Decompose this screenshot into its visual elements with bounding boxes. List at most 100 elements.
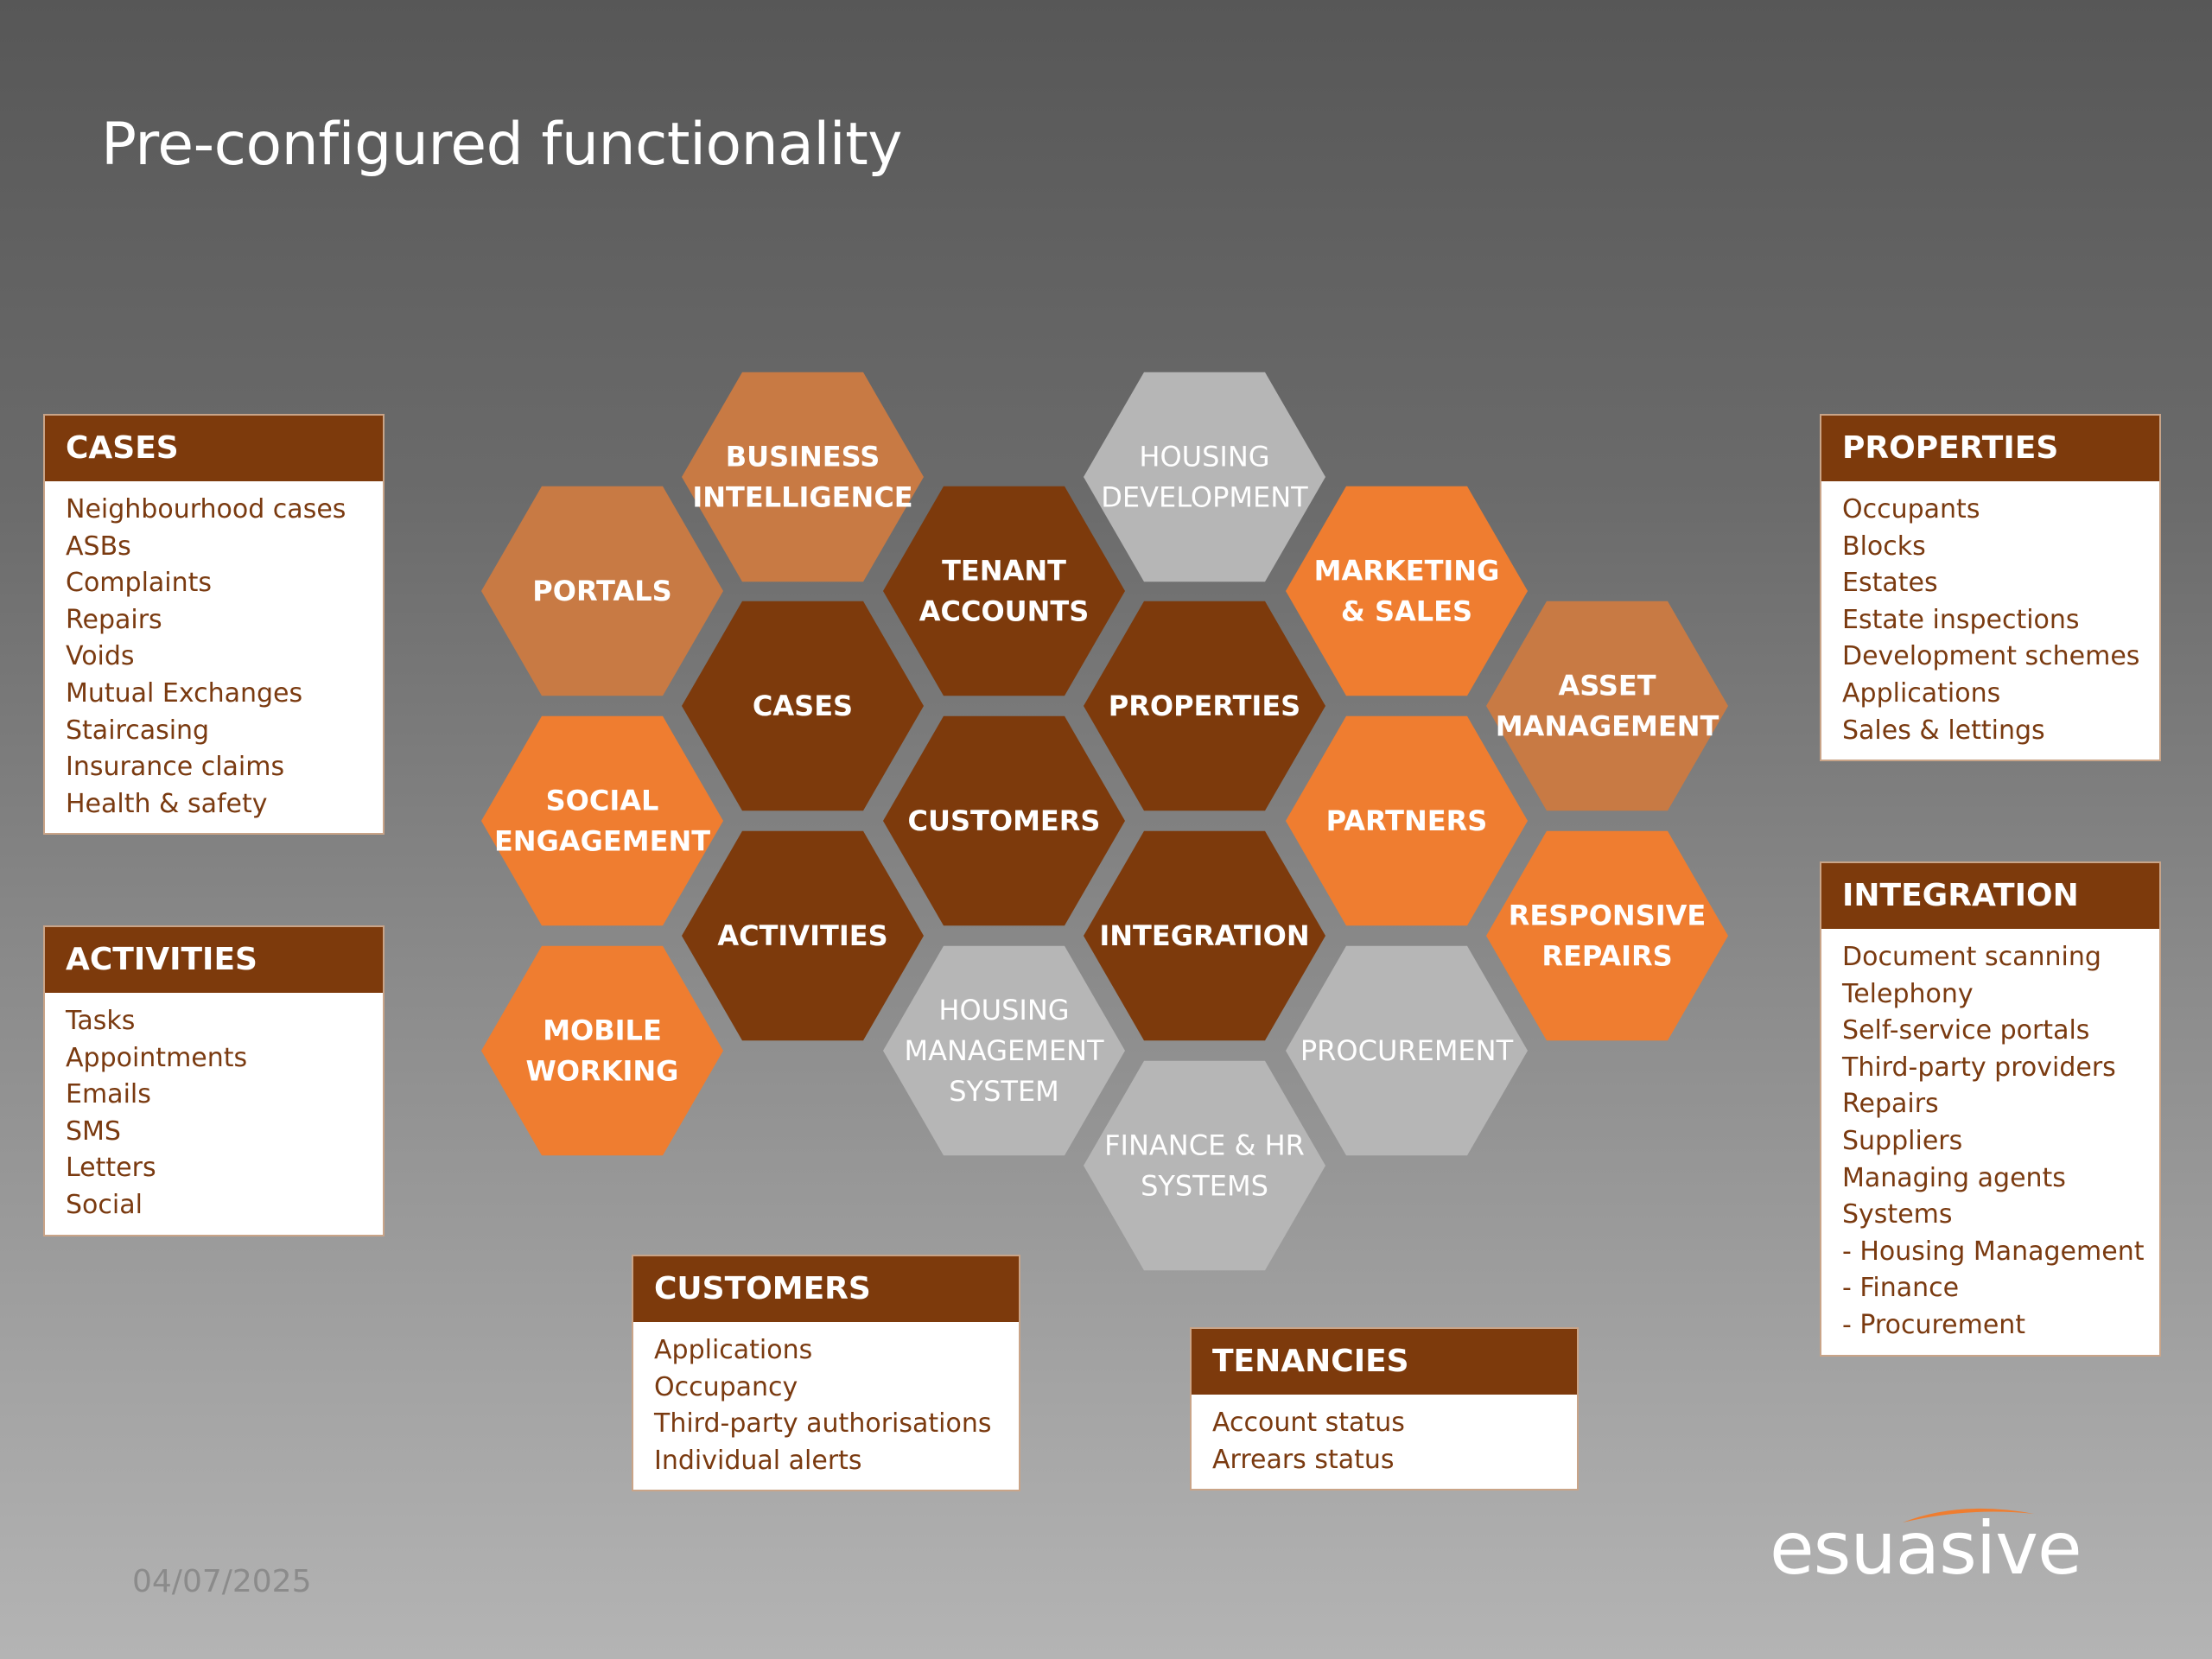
logo-text: esuasive	[1770, 1506, 2082, 1591]
hex-label: MOBILE	[543, 1014, 662, 1047]
hex-finance-and-hr-systems: FINANCE & HR SYSTEMS	[1084, 1060, 1325, 1271]
hex-label: BUSINESS	[726, 441, 880, 474]
activities-panel: ACTIVITIES Tasks Appointments Emails SMS…	[43, 925, 385, 1236]
hex-label: HOUSING	[938, 994, 1069, 1027]
hex-shape	[682, 372, 924, 582]
hex-label: SYSTEMS	[1141, 1170, 1268, 1203]
list-item: Occupants	[1842, 494, 1980, 524]
list-item: Staircasing	[66, 715, 210, 746]
hex-label: TENANT	[942, 555, 1066, 588]
hex-customers: CUSTOMERS	[883, 715, 1125, 926]
hex-shape	[481, 486, 723, 696]
hex-label: INTEGRATION	[1099, 919, 1309, 952]
slide-title: Pre-configured functionality	[101, 111, 903, 179]
tenancies-panel-title: TENANCIES	[1192, 1329, 1577, 1395]
hex-label: & SALES	[1341, 595, 1472, 628]
hex-shape	[682, 601, 924, 811]
list-item: Third-party providers	[1842, 1052, 2116, 1083]
list-item: Sales & lettings	[1842, 715, 2045, 746]
hex-shape	[1286, 945, 1528, 1156]
logo-swoosh-icon	[1903, 1508, 2034, 1522]
hex-shape	[1486, 601, 1728, 811]
hex-integration: INTEGRATION	[1084, 830, 1325, 1041]
hex-label: INTELLIGENCE	[692, 481, 912, 514]
properties-panel-list: Occupants Blocks Estates Estate inspecti…	[1821, 481, 2159, 760]
hex-label: CASES	[753, 690, 853, 722]
hex-business-intelligence: BUSINESS INTELLIGENCE	[682, 372, 924, 582]
hex-label: ACCOUNTS	[919, 595, 1090, 628]
list-item: Systems	[1842, 1199, 1953, 1230]
list-item: Emails	[66, 1079, 151, 1110]
list-item: Blocks	[1842, 531, 1926, 562]
list-item: Individual alerts	[654, 1445, 862, 1476]
list-item: - Housing Management	[1842, 1236, 2145, 1267]
hex-responsive-repairs: RESPONSIVE REPAIRS	[1486, 830, 1728, 1041]
list-item: Insurance claims	[66, 752, 285, 783]
integration-panel-title: INTEGRATION	[1821, 863, 2159, 929]
hex-label: SOCIAL	[546, 785, 659, 817]
hex-shape	[481, 715, 723, 926]
list-item: Development schemes	[1842, 641, 2140, 672]
properties-panel: PROPERTIES Occupants Blocks Estates Esta…	[1820, 414, 2161, 762]
cases-panel: CASES Neighbourhood cases ASBs Complaint…	[43, 414, 385, 836]
list-item: Self-service portals	[1842, 1015, 2090, 1046]
hex-properties: PROPERTIES	[1084, 601, 1325, 811]
hex-label: HOUSING	[1139, 441, 1269, 474]
hex-shape	[481, 945, 723, 1156]
list-item: Neighbourhood cases	[66, 494, 346, 524]
list-item: Estates	[1842, 568, 1938, 599]
list-item: Letters	[66, 1153, 156, 1184]
list-item: Complaints	[66, 568, 213, 599]
hex-shape	[1084, 601, 1325, 811]
list-item: Arrears status	[1212, 1444, 1395, 1475]
hex-label: PROPERTIES	[1109, 690, 1300, 722]
list-item: Repairs	[1842, 1089, 1939, 1120]
hex-tenant-accounts: TENANT ACCOUNTS	[883, 486, 1125, 696]
hex-label: REPAIRS	[1541, 940, 1672, 973]
hex-cases: CASES	[682, 601, 924, 811]
activities-panel-list: Tasks Appointments Emails SMS Letters So…	[45, 993, 383, 1235]
hex-shape	[1084, 372, 1325, 582]
hex-shape	[1486, 830, 1728, 1041]
list-item: - Finance	[1842, 1273, 1960, 1304]
list-item: Applications	[1842, 677, 2001, 709]
hex-label: ASSET	[1558, 670, 1656, 702]
hex-label: SYSTEM	[949, 1075, 1059, 1108]
customers-panel: CUSTOMERS Applications Occupancy Third-p…	[632, 1255, 1020, 1492]
list-item: Telephony	[1842, 978, 1974, 1009]
list-item: Estate inspections	[1842, 604, 2080, 635]
list-item: SMS	[66, 1116, 121, 1147]
list-item: Repairs	[66, 604, 162, 635]
customers-panel-list: Applications Occupancy Third-party autho…	[633, 1322, 1019, 1490]
hex-label: FINANCE & HR	[1104, 1129, 1305, 1162]
hex-label: MANAGEMENT	[904, 1034, 1104, 1067]
hex-shape	[883, 715, 1125, 926]
hex-label: RESPONSIVE	[1509, 899, 1707, 932]
slide-date: 04/07/2025	[132, 1564, 312, 1599]
tenancies-panel-list: Account status Arrears status	[1192, 1395, 1577, 1489]
hex-housing-development: HOUSING DEVELOPMENT	[1084, 372, 1325, 582]
list-item: Account status	[1212, 1408, 1405, 1438]
integration-panel: INTEGRATION Document scanning Telephony …	[1820, 861, 2161, 1357]
hex-label: DEVELOPMENT	[1101, 481, 1308, 514]
hex-shape	[1084, 1060, 1325, 1271]
hex-activities: ACTIVITIES	[682, 830, 924, 1041]
hex-shape	[883, 945, 1125, 1156]
hex-label: PROCUREMENT	[1300, 1034, 1514, 1067]
integration-panel-list: Document scanning Telephony Self-service…	[1821, 929, 2159, 1355]
list-item: Suppliers	[1842, 1125, 1963, 1156]
list-item: Tasks	[66, 1006, 136, 1036]
hex-label: CUSTOMERS	[908, 804, 1101, 837]
hex-label: PARTNERS	[1326, 804, 1488, 837]
hex-partners: PARTNERS	[1286, 715, 1528, 926]
hex-housing-management-system: HOUSING MANAGEMENT SYSTEM	[883, 945, 1125, 1156]
esuasive-logo: esuasive	[1770, 1502, 2124, 1588]
list-item: ASBs	[66, 531, 131, 562]
cases-panel-list: Neighbourhood cases ASBs Complaints Repa…	[45, 481, 383, 833]
properties-panel-title: PROPERTIES	[1821, 416, 2159, 481]
list-item: Third-party authorisations	[654, 1408, 992, 1440]
